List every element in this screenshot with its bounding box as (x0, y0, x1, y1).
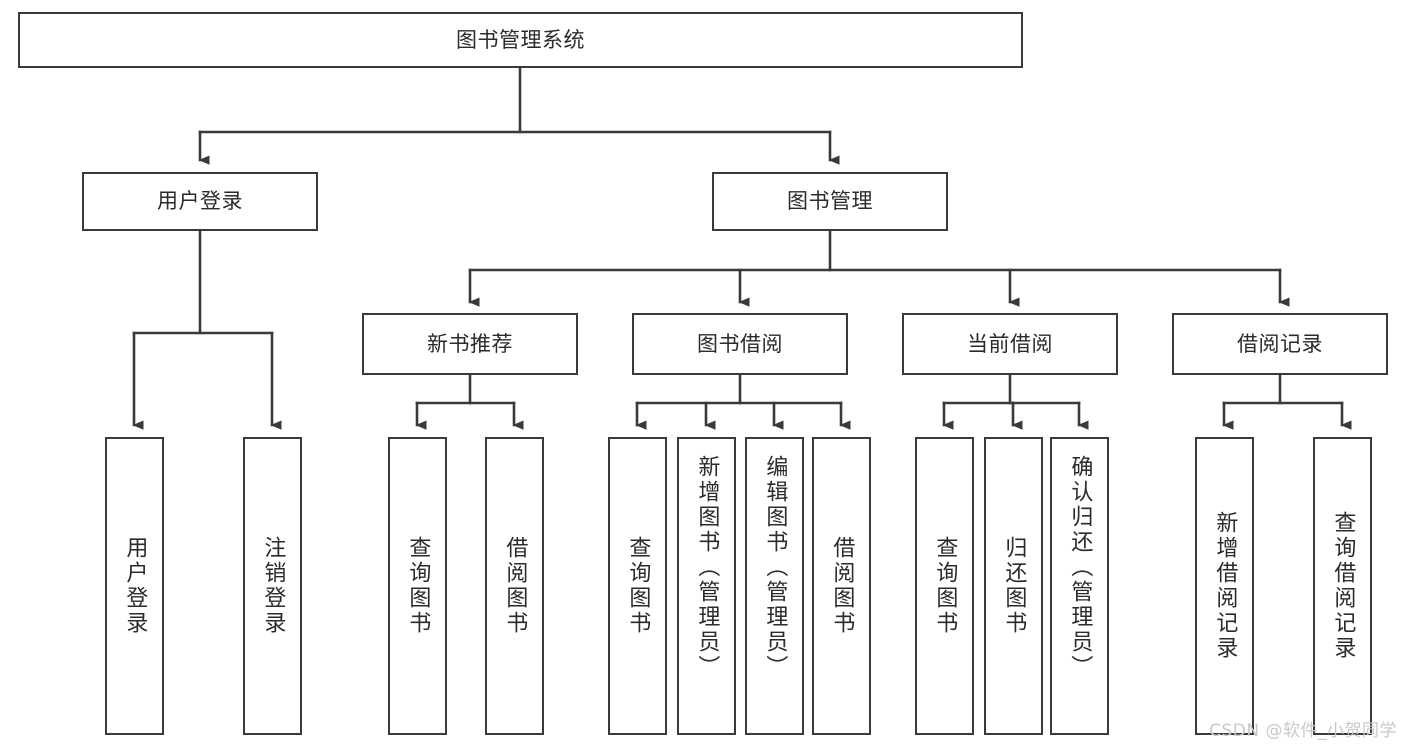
node-label: 查询图书 (405, 536, 431, 636)
leaf-new-book-borrow[interactable]: 借阅图书 (485, 437, 544, 735)
node-label: 图书借阅 (697, 331, 783, 356)
leaf-user-login[interactable]: 用户登录 (105, 437, 164, 735)
node-label: 注销登录 (260, 536, 286, 636)
node-label: 新增图书（管理员） (694, 455, 720, 680)
csdn-watermark: CSDN @软件_小贺同学 (1209, 721, 1397, 741)
node-label: 编辑图书（管理员） (762, 455, 788, 680)
leaf-current-query-book[interactable]: 查询图书 (915, 437, 974, 735)
node-label: 归还图书 (1001, 536, 1027, 636)
leaf-record-query[interactable]: 查询借阅记录 (1313, 437, 1372, 735)
leaf-user-logout[interactable]: 注销登录 (243, 437, 302, 735)
node-label: 当前借阅 (967, 331, 1053, 356)
leaf-current-confirm-return[interactable]: 确认归还（管理员） (1050, 437, 1109, 735)
node-label: 新书推荐 (427, 331, 513, 356)
node-root-system[interactable]: 图书管理系统 (18, 12, 1023, 68)
node-label: 图书管理 (787, 189, 873, 214)
leaf-borrow-edit-book[interactable]: 编辑图书（管理员） (745, 437, 804, 735)
node-new-book-recommend[interactable]: 新书推荐 (362, 313, 578, 375)
leaf-record-add[interactable]: 新增借阅记录 (1195, 437, 1254, 735)
node-book-borrow[interactable]: 图书借阅 (632, 313, 848, 375)
node-label: 查询借阅记录 (1330, 511, 1356, 661)
node-label: 用户登录 (122, 536, 148, 636)
node-label: 借阅图书 (502, 536, 528, 636)
node-label: 借阅图书 (829, 536, 855, 636)
leaf-current-return-book[interactable]: 归还图书 (984, 437, 1043, 735)
node-borrow-record[interactable]: 借阅记录 (1172, 313, 1388, 375)
leaf-borrow-add-book[interactable]: 新增图书（管理员） (677, 437, 736, 735)
node-label: 图书管理系统 (456, 27, 585, 52)
node-book-management[interactable]: 图书管理 (712, 172, 948, 231)
leaf-new-book-query[interactable]: 查询图书 (388, 437, 447, 735)
leaf-borrow-query-book[interactable]: 查询图书 (608, 437, 667, 735)
node-label: 查询图书 (625, 536, 651, 636)
node-label: 新增借阅记录 (1212, 511, 1238, 661)
node-label: 借阅记录 (1237, 331, 1323, 356)
node-label: 用户登录 (157, 189, 243, 214)
leaf-borrow-borrow-book[interactable]: 借阅图书 (812, 437, 871, 735)
node-label: 查询图书 (932, 536, 958, 636)
node-current-borrow[interactable]: 当前借阅 (902, 313, 1118, 375)
node-user-login[interactable]: 用户登录 (82, 172, 318, 231)
node-label: 确认归还（管理员） (1067, 455, 1093, 680)
